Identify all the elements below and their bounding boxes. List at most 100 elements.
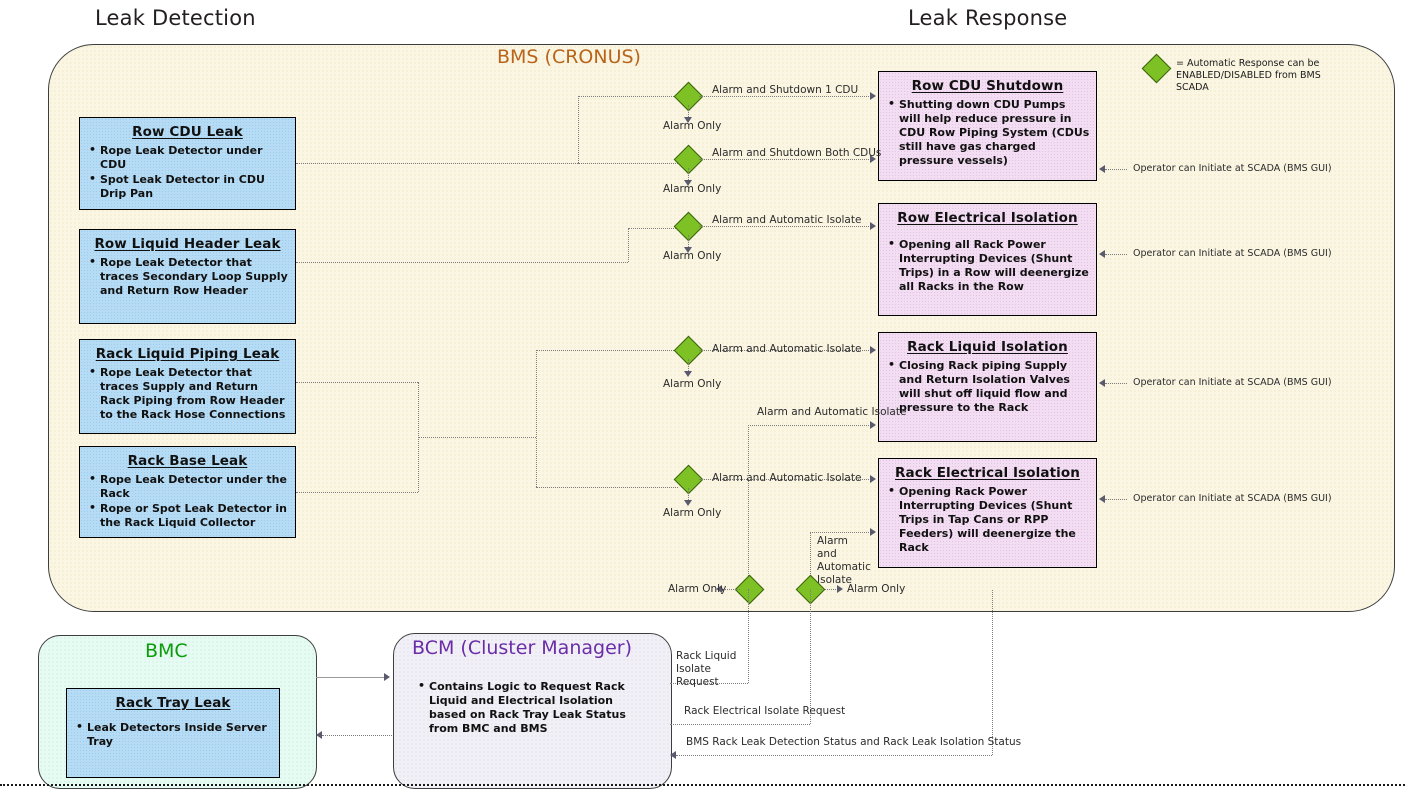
connector-header-to-d3 [628,228,678,229]
box-title: Row Liquid Header Leak [94,236,281,252]
connector-rack-split-vert [536,350,537,487]
response-box-rack-liquid-isolation[interactable]: Rack Liquid Isolation Closing Rack pipin… [878,332,1097,442]
edge-label-bms-status: BMS Rack Leak Detection Status and Rack … [686,736,1022,748]
response-box-rack-electrical-isolation[interactable]: Rack Electrical Isolation Opening Rack P… [878,458,1097,568]
legend-diamond-icon [1141,53,1172,84]
connector-d1-right [699,96,871,97]
connector-d5-right [699,479,871,480]
edge-label-auto-isolate-3: Alarm and Automatic Isolate [712,472,862,484]
arrowhead-left-icon [1099,165,1105,173]
arrowhead-right-icon [870,346,876,354]
bullet: Rope Leak Detector under the Rack [89,472,289,501]
bullet: Rope Leak Detector that traces Secondary… [89,255,289,298]
edge-label-auto-isolate-stacked: Alarm and Automatic Isolate [817,535,871,587]
arrowhead-left-icon [1099,250,1105,258]
diamond-rack-liquid-isolation[interactable] [673,335,704,366]
box-bullets: Rope Leak Detector under the Rack Rope o… [80,472,295,530]
edge-label-operator-3: Operator can Initiate at SCADA (BMS GUI) [1133,377,1332,388]
connector-liquid-isolate-request-h [670,683,748,684]
box-title: Row CDU Leak [132,124,243,140]
connector-electrical-request-h [810,532,871,533]
connector-header-up [628,228,629,262]
edge-label-operator-4: Operator can Initiate at SCADA (BMS GUI) [1133,493,1332,504]
edge-label-auto-isolate-1: Alarm and Automatic Isolate [712,214,862,226]
connector-d3-down [688,235,689,249]
diamond-row-electrical-isolation[interactable] [673,211,704,242]
connector-liquid-isolate-request-v [748,589,749,683]
connector-electrical-isolate-request-v [810,589,811,724]
edge-label-alarm-only-6: Alarm Only [668,583,727,595]
header-leak-detection: Leak Detection [95,6,256,30]
arrowhead-right-icon [837,585,843,593]
connector-rack-to-d4 [536,350,678,351]
connector-d3-right [699,226,871,227]
diamond-rack-electrical-isolation[interactable] [673,464,704,495]
edge-label-auto-isolate-2: Alarm and Automatic Isolate [712,343,862,355]
detection-box-rack-liquid-piping-leak[interactable]: Rack Liquid Piping Leak Rope Leak Detect… [79,339,296,434]
response-box-row-electrical-isolation[interactable]: Row Electrical Isolation Opening all Rac… [878,203,1097,316]
connector-bms-status-v [992,590,993,755]
box-bullets: Rope Leak Detector under CDU Spot Leak D… [80,143,295,201]
edge-label-operator-1: Operator can Initiate at SCADA (BMS GUI) [1133,163,1332,174]
box-bullets: Shutting down CDU Pumps will help reduce… [879,97,1096,168]
arrowhead-right-icon [870,92,876,100]
box-title: Rack Base Leak [127,453,248,469]
box-title: Rack Tray Leak [115,695,231,711]
connector-d6-left [722,589,740,590]
header-leak-response: Leak Response [908,6,1068,30]
bullet: Rope or Spot Leak Detector in the Rack L… [89,501,289,530]
edge-label-auto-isolate-4: Alarm and Automatic Isolate [757,406,907,418]
box-bullets: Rope Leak Detector that traces Secondary… [80,255,295,298]
connector-d4-down [688,359,689,373]
connector-rackbase-out [296,492,418,493]
connector-cdu-to-d2 [578,163,678,164]
connector-electrical-request-vert [810,532,811,588]
response-box-row-cdu-shutdown[interactable]: Row CDU Shutdown Shutting down CDU Pumps… [878,71,1097,181]
box-bullets: Closing Rack piping Supply and Return Is… [879,358,1096,415]
connector-operator-1 [1105,169,1127,170]
edge-label-alarm-only-3: Alarm Only [663,250,722,262]
edge-label-alarm-only-1: Alarm Only [663,120,722,132]
arrowhead-left-icon [1099,379,1105,387]
box-title: Row Electrical Isolation [897,210,1078,226]
bmc-title: BMC [145,640,188,662]
arrowhead-right-icon [870,475,876,483]
connector-d2-right [699,159,871,160]
connector-electrical-isolate-request-h [670,724,810,725]
connector-liquid-request-h [748,425,871,426]
box-bullets: Opening Rack Power Interrupting Devices … [879,484,1096,555]
bullet: Rope Leak Detector that traces Supply an… [89,365,289,422]
connector-d4-right [699,350,871,351]
box-title: Rack Liquid Piping Leak [95,346,280,362]
connector-header-out [296,262,628,263]
bullet: Rope Leak Detector under CDU [89,143,289,172]
connector-bms-status-h [676,755,992,756]
box-title: Row CDU Shutdown [911,78,1064,94]
connector-rack-merge-h [418,437,536,438]
detection-box-row-liquid-header-leak[interactable]: Row Liquid Header Leak Rope Leak Detecto… [79,229,296,324]
box-bullets: Contains Logic to Request Rack Liquid an… [409,679,659,736]
connector-operator-2 [1105,254,1127,255]
detection-box-rack-base-leak[interactable]: Rack Base Leak Rope Leak Detector under … [79,446,296,538]
connector-d1-down [688,105,689,119]
connector-cdu-to-d1 [578,96,678,97]
box-bullets: Opening all Rack Power Interrupting Devi… [879,237,1096,294]
arrowhead-right-icon [384,673,390,681]
legend-text: = Automatic Response can be ENABLED/DISA… [1176,58,1321,94]
bmc-box-rack-tray-leak[interactable]: Rack Tray Leak Leak Detectors Inside Ser… [66,688,280,778]
connector-bmc-to-bcm [316,677,385,678]
bullet: Leak Detectors Inside Server Tray [76,720,273,749]
edge-label-shutdown-1-cdu: Alarm and Shutdown 1 CDU [712,84,859,96]
arrowhead-left-icon [670,751,676,759]
diamond-row-cdu-shutdown-both[interactable] [673,144,704,175]
box-bullets: Leak Detectors Inside Server Tray [67,720,279,749]
connector-operator-3 [1105,383,1127,384]
bullet: Opening Rack Power Interrupting Devices … [888,484,1090,555]
diamond-row-cdu-shutdown-1[interactable] [673,81,704,112]
connector-operator-4 [1105,499,1127,500]
arrowhead-right-icon [870,222,876,230]
bullet: Spot Leak Detector in CDU Drip Pan [89,172,289,201]
arrowhead-right-icon [870,155,876,163]
arrowhead-right-icon [870,528,876,536]
detection-box-row-cdu-leak[interactable]: Row CDU Leak Rope Leak Detector under CD… [79,117,296,210]
